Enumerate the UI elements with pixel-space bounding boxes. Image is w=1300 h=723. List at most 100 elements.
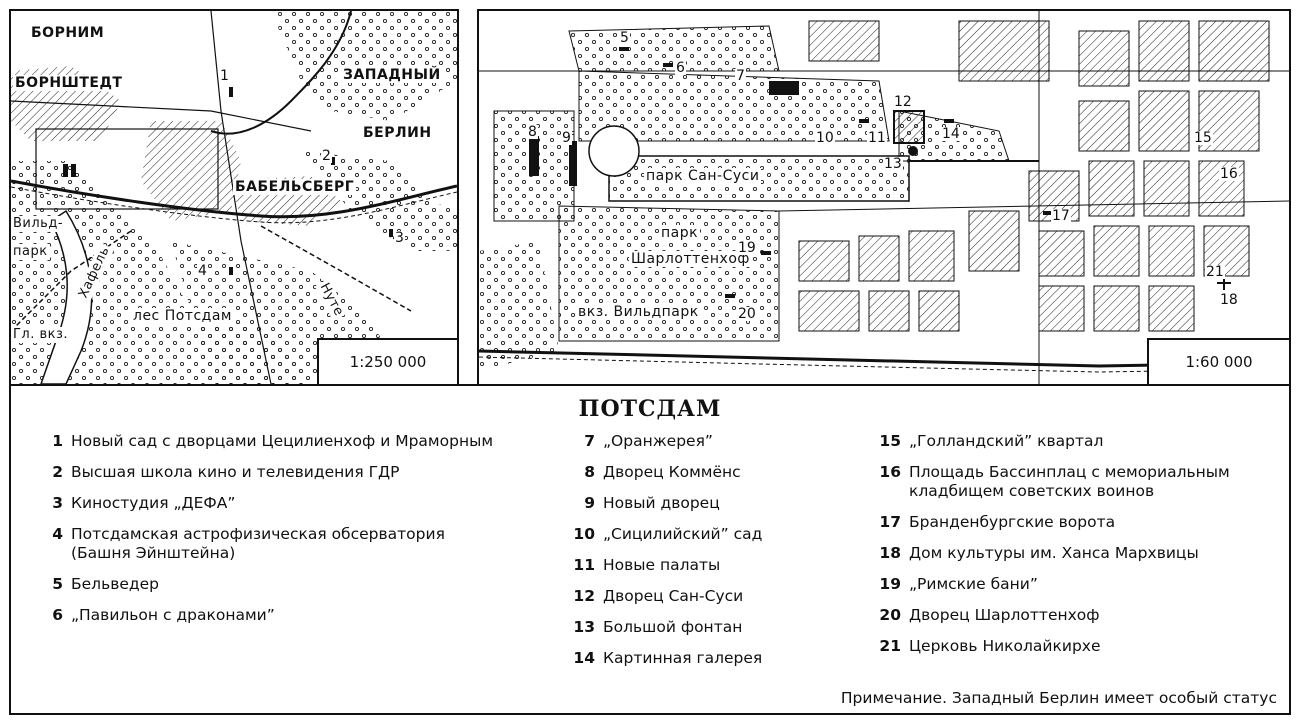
label-main-station: Гл. вкз. xyxy=(11,327,71,343)
legend-item-text: Высшая школа кино и телевидения ГДР xyxy=(71,463,400,481)
label-bornim: БОРНИМ xyxy=(29,25,107,41)
legend-item-text: Дворец Шарлоттенхоф xyxy=(909,606,1100,624)
legend-item-text: „Павильон с драконами” xyxy=(71,606,275,624)
detail-map[interactable]: парк Сан-Суси парк Шарлоттенхоф вкз. Вил… xyxy=(477,9,1291,386)
left-map-number: 2 xyxy=(321,148,332,164)
label-west-berlin-1: ЗАПАДНЫЙ xyxy=(341,67,443,83)
legend-item: 4 Потсдамская астрофизическая обсерватори… xyxy=(31,525,501,563)
legend-item-number: 18 xyxy=(879,544,901,562)
legend-item-text: Бельведер xyxy=(71,575,159,593)
legend-item-number: 21 xyxy=(879,637,901,655)
legend-item-text: Картинная галерея xyxy=(603,649,763,667)
legend-column-2: 7 „Оранжерея” 8 Дворец Коммёнс 9 Новый двор… xyxy=(539,432,859,680)
legend-item-number: 7 xyxy=(584,432,595,450)
legend-item-text: Церковь Николайкирхе xyxy=(909,637,1101,655)
left-map-number: 4 xyxy=(197,263,208,279)
legend-item-text: „Оранжерея” xyxy=(603,432,713,450)
right-map-number: 21 xyxy=(1205,264,1225,280)
legend-item-text: Потсдамская астрофизическая обсерватория… xyxy=(71,525,445,562)
legend-column-1: 1 Новый сад с дворцами Цецилиенхоф и Мрам… xyxy=(31,432,501,637)
legend-item: 10„Сицилийский” сад xyxy=(539,525,859,544)
legend-item: 9 Новый дворец xyxy=(539,494,859,513)
label-park-charlottenhof-1: парк xyxy=(659,225,701,241)
right-map-number: 8 xyxy=(527,124,538,140)
legend-item-text: Новый дворец xyxy=(603,494,720,512)
legend-item-text: „Римские бани” xyxy=(909,575,1038,593)
legend-item-number: 20 xyxy=(879,606,901,624)
legend-item-number: 19 xyxy=(879,575,901,593)
legend-item-number: 13 xyxy=(573,618,595,636)
legend-item: 6„Павильон с драконами” xyxy=(31,606,501,625)
legend-item-text: Площадь Бассинплац с мемориальным кладби… xyxy=(909,463,1230,500)
legend-item-text: Киностудия „ДЕФА” xyxy=(71,494,236,512)
right-map-number: 20 xyxy=(737,306,757,322)
legend-item-number: 9 xyxy=(584,494,595,512)
legend-item-text: Большой фонтан xyxy=(603,618,743,636)
legend-note: Примечание. Западный Берлин имеет особый… xyxy=(840,689,1277,707)
legend-item-number: 12 xyxy=(573,587,595,605)
right-map-number: 11 xyxy=(867,130,887,146)
right-map-number: 12 xyxy=(893,94,913,110)
right-map-number: 9 xyxy=(561,130,572,146)
legend-item-number: 15 xyxy=(879,432,901,450)
right-map-number: 16 xyxy=(1219,166,1239,182)
legend-item-text: Дворец Сан-Суси xyxy=(603,587,744,605)
legend-item-number: 17 xyxy=(879,513,901,531)
detail-map-drawing xyxy=(479,11,1289,384)
overview-map[interactable]: БОРНИМ БОРНШТЕДТ ЗАПАДНЫЙ БЕРЛИН БАБЕЛЬС… xyxy=(9,9,459,386)
legend-item-number: 11 xyxy=(573,556,595,574)
label-west-berlin-2: БЕРЛИН xyxy=(361,125,434,141)
legend-item-text: Бранденбургские ворота xyxy=(909,513,1116,531)
legend-item: 15„Голландский” квартал xyxy=(861,432,1281,451)
right-map-number: 5 xyxy=(619,30,630,46)
scale-detail: 1:60 000 xyxy=(1147,338,1289,384)
legend-item: 12 Дворец Сан-Суси xyxy=(539,587,859,606)
legend-panel: ПОТСДАМ 1 Новый сад с дворцами Цецилиенхо… xyxy=(9,384,1291,715)
right-map-number: 10 xyxy=(815,130,835,146)
legend-item: 2 Высшая школа кино и телевидения ГДР xyxy=(31,463,501,482)
right-map-number: 17 xyxy=(1051,208,1071,224)
label-station-wildpark: вкз. Вильдпарк xyxy=(576,304,701,320)
right-map-number: 6 xyxy=(675,60,686,76)
label-wildpark-1: Вильд- xyxy=(11,216,66,232)
right-map-number: 19 xyxy=(737,240,757,256)
right-map-number: 13 xyxy=(883,156,903,172)
legend-item-text: Дворец Коммёнс xyxy=(603,463,741,481)
legend-item-number: 1 xyxy=(52,432,63,450)
legend-item-number: 4 xyxy=(52,525,63,543)
scale-overview: 1:250 000 xyxy=(317,338,457,384)
right-map-number: 15 xyxy=(1193,130,1213,146)
legend-item: 14 Картинная галерея xyxy=(539,649,859,668)
legend-item: 1 Новый сад с дворцами Цецилиенхоф и Мрам… xyxy=(31,432,501,451)
legend-item-number: 5 xyxy=(52,575,63,593)
label-bornstedt: БОРНШТЕДТ xyxy=(13,75,125,91)
legend-item: 13 Большой фонтан xyxy=(539,618,859,637)
legend-item: 7 „Оранжерея” xyxy=(539,432,859,451)
legend-item: 17 Бранденбургские ворота xyxy=(861,513,1281,532)
label-park-sanssouci: парк Сан-Суси xyxy=(644,168,762,184)
legend-item-text: Новый сад с дворцами Цецилиенхоф и Мрамо… xyxy=(71,432,494,450)
label-wildpark-2: парк xyxy=(11,244,50,260)
legend-item-number: 10 xyxy=(573,525,595,543)
legend-item-number: 2 xyxy=(52,463,63,481)
legend-item: 21 Церковь Николайкирхе xyxy=(861,637,1281,656)
legend-item-number: 14 xyxy=(573,649,595,667)
legend-item: 20 Дворец Шарлоттенхоф xyxy=(861,606,1281,625)
legend-item: 19 „Римские бани” xyxy=(861,575,1281,594)
right-map-number: 7 xyxy=(735,68,746,84)
legend-item: 8 Дворец Коммёнс xyxy=(539,463,859,482)
label-potsdam-forest: лес Потсдам xyxy=(131,308,234,324)
left-map-number: 3 xyxy=(394,230,405,246)
right-map-number: 18 xyxy=(1219,292,1239,308)
legend-item: 5 Бельведер xyxy=(31,575,501,594)
legend-item-number: 3 xyxy=(52,494,63,512)
legend-item-number: 8 xyxy=(584,463,595,481)
right-map-number: 14 xyxy=(941,126,961,142)
legend-item: 3 Киностудия „ДЕФА” xyxy=(31,494,501,513)
legend-title: ПОТСДАМ xyxy=(578,396,722,422)
left-map-number: 1 xyxy=(219,68,230,84)
